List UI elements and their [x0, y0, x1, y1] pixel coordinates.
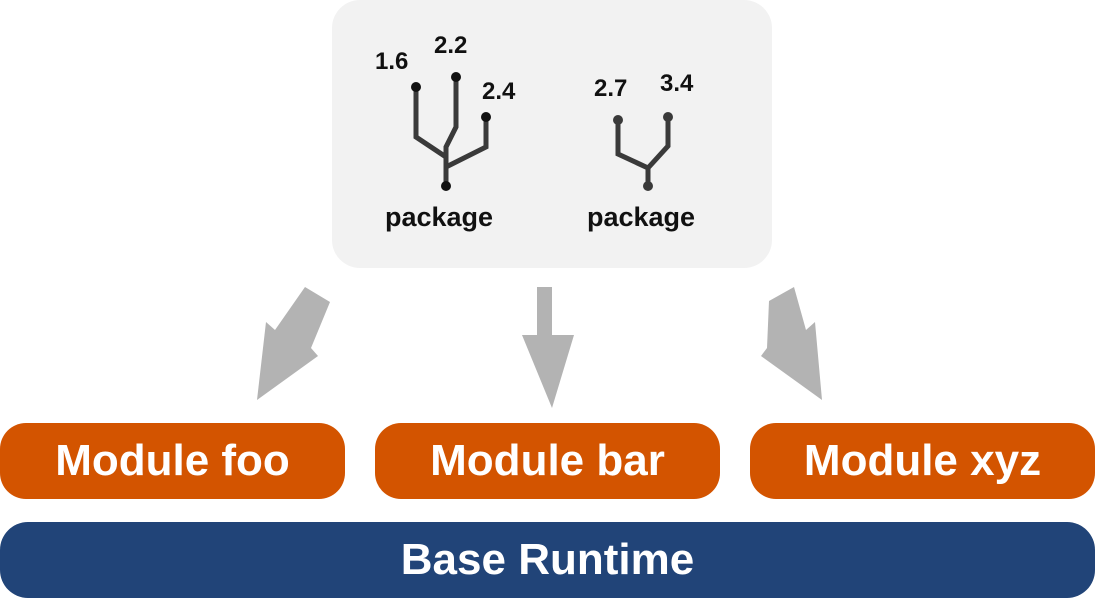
version-label: 2.7: [594, 75, 628, 102]
package-panel: [332, 0, 772, 268]
version-label: 3.4: [660, 70, 694, 97]
package-tree-icon-left: [413, 77, 489, 186]
node-1-6: [411, 82, 421, 92]
module-label: Module foo: [55, 436, 290, 485]
arrow-left-icon: [257, 287, 330, 400]
base-runtime-label: Base Runtime: [400, 535, 695, 584]
node-root-left: [441, 181, 451, 191]
module-bar: Module bar: [375, 423, 720, 499]
version-label: 2.2: [434, 32, 468, 59]
base-runtime: Base Runtime: [0, 522, 1095, 598]
module-label: Module xyz: [803, 436, 1042, 485]
arrow-right-icon: [761, 287, 822, 400]
branch-2-7: [615, 120, 651, 186]
version-label: 1.6: [375, 48, 409, 75]
node-2-4: [481, 112, 491, 122]
node-3-4: [663, 112, 673, 122]
node-2-7: [613, 115, 623, 125]
arrow-center-icon: [522, 287, 574, 408]
package-label: package: [587, 202, 696, 232]
branch-1-6: [413, 87, 449, 186]
package-tree-icon-right: [615, 117, 671, 186]
node-root-right: [643, 181, 653, 191]
package-label: package: [385, 202, 494, 232]
branch-2-2: [443, 77, 459, 160]
branch-2-4: [444, 117, 489, 170]
version-label: 2.4: [482, 78, 516, 105]
module-foo: Module foo: [0, 423, 345, 499]
module-label: Module bar: [430, 436, 665, 485]
branch-3-4: [646, 117, 671, 170]
node-2-2: [451, 72, 461, 82]
module-xyz: Module xyz: [750, 423, 1095, 499]
